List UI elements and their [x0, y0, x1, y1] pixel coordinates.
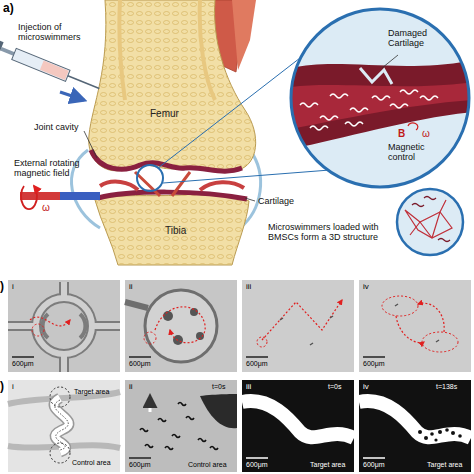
magnet — [20, 186, 100, 209]
image-number: iii — [246, 282, 251, 291]
image-number: i — [12, 382, 14, 391]
part-label: Damaged Cartilage — [388, 28, 438, 49]
time-label: t=138s — [436, 383, 457, 391]
zoom-circle — [285, 9, 474, 187]
scale-label: 600μm — [246, 461, 268, 469]
image-number: ii — [129, 282, 133, 291]
image-number: iv — [363, 382, 369, 391]
part-label: External rotating magnetic field — [14, 158, 96, 179]
time-label: t=0s — [212, 383, 225, 391]
part-label: Magnetic control — [388, 142, 440, 163]
area-label: Target area — [310, 461, 345, 469]
scale-label: 600μm — [129, 461, 151, 469]
panel-letter: a) — [3, 2, 14, 16]
area-label: Target area — [74, 388, 109, 396]
panel-letter: ) — [0, 380, 4, 394]
scale-label: 600μm — [246, 360, 268, 368]
targeting-images — [8, 380, 471, 472]
scale-label: 600μm — [12, 360, 34, 368]
image-number: iv — [363, 282, 369, 291]
scale-label: 600μm — [363, 360, 385, 368]
part-label: Cartilage — [258, 196, 294, 206]
microscopy-images — [8, 280, 471, 372]
area-label: Control area — [72, 459, 111, 467]
part-label: Injection of microswimmers — [18, 22, 90, 43]
part-label: Tibia — [165, 225, 186, 237]
time-label: t=0s — [328, 383, 341, 391]
area-label: Target area — [427, 461, 462, 469]
symbol-label: ω — [422, 128, 430, 140]
part-label: Microswimmers loaded with BMSCs form a 3… — [268, 222, 392, 243]
cell-circle — [397, 189, 463, 255]
image-number: i — [12, 282, 14, 291]
image-number: ii — [129, 382, 133, 391]
part-label: Femur — [150, 108, 179, 120]
scale-label: 600μm — [363, 461, 385, 469]
area-label: Control area — [188, 461, 227, 469]
syringe — [0, 41, 102, 95]
panel-letter: ) — [0, 280, 4, 294]
symbol-label: ω — [42, 202, 50, 214]
scale-label: 600μm — [129, 360, 151, 368]
image-number: iii — [246, 382, 251, 391]
part-label: Joint cavity — [34, 122, 79, 132]
symbol-label: B — [398, 128, 405, 140]
